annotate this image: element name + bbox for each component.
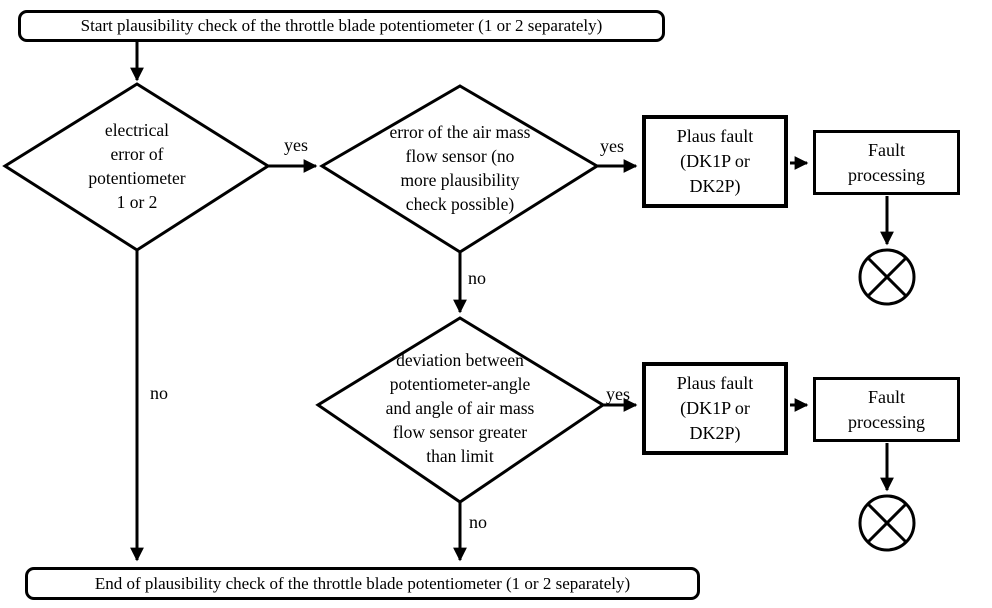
end-node: End of plausibility check of the throttl… (25, 567, 700, 600)
start-node: Start plausibility check of the throttle… (18, 10, 665, 42)
decision1-text: electrical error of potentiometer 1 or 2 (88, 120, 186, 212)
decision3-text: deviation between potentiometer-angle an… (385, 350, 535, 466)
decision1-diamond (2, 82, 271, 252)
decision2-text: error of the air mass flow sensor (no mo… (389, 122, 531, 214)
terminator2-x-mark (866, 502, 908, 544)
fault-processing-box-1: Fault processing (813, 130, 960, 195)
terminator1-x-mark (866, 256, 908, 298)
edge-label-no-1: no (150, 383, 168, 403)
plaus-fault-box-1: Plaus fault (DK1P or DK2P) (642, 115, 788, 208)
decision2-diamond (319, 84, 600, 254)
decision3-diamond (315, 316, 606, 504)
edge-label-yes-2: yes (600, 136, 624, 156)
edge-label-yes-3: yes (606, 384, 630, 404)
edge-label-no-3: no (469, 512, 487, 532)
edge-label-yes-1: yes (284, 135, 308, 155)
edge-label-no-2: no (468, 268, 486, 288)
plaus-fault-box-2: Plaus fault (DK1P or DK2P) (642, 362, 788, 455)
fault-processing-box-2: Fault processing (813, 377, 960, 442)
